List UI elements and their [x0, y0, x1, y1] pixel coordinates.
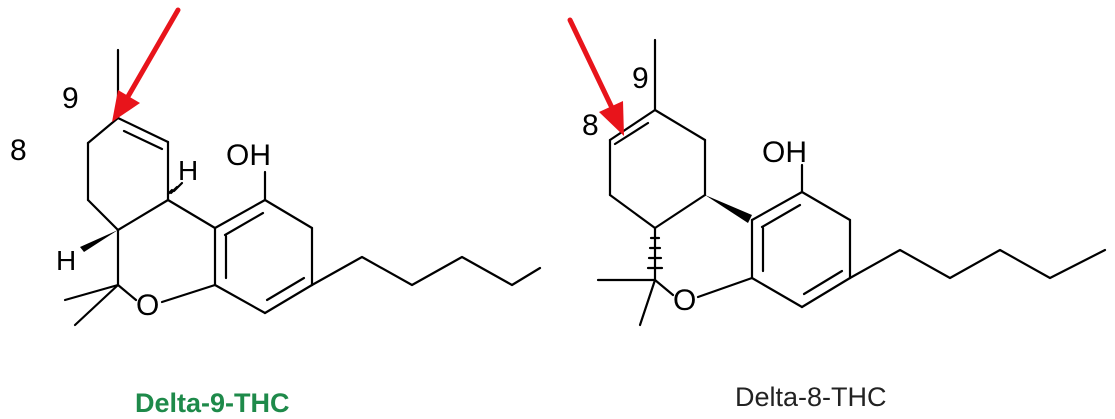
double-bond: [802, 269, 844, 296]
bond: [86, 116, 120, 145]
bond: [73, 283, 120, 327]
hydrogen-label: H: [178, 155, 198, 186]
bond: [166, 198, 217, 230]
double-bond: [122, 129, 164, 151]
carbon-number-label: 9: [632, 62, 649, 95]
double-bond: [223, 211, 265, 237]
bond: [653, 278, 675, 297]
delta9-structure: OH O H H 9 8: [10, 7, 542, 327]
bond: [213, 283, 267, 315]
wedge: [705, 195, 752, 223]
red-arrow: [567, 17, 617, 115]
bond: [800, 190, 852, 222]
oxygen-label: O: [136, 289, 159, 322]
hydroxyl-label: OH: [226, 139, 271, 172]
bond: [608, 108, 657, 142]
hash: [166, 188, 174, 196]
double-bond: [265, 276, 306, 302]
bond: [116, 283, 138, 302]
bond: [86, 198, 120, 232]
arrowhead: [599, 101, 624, 136]
delta9-caption: Delta-9-THC: [135, 388, 290, 418]
bond: [63, 283, 120, 302]
arrowhead: [112, 90, 140, 122]
double-bond: [613, 121, 650, 146]
bond: [696, 276, 754, 299]
bond: [263, 283, 314, 315]
bond: [750, 276, 804, 309]
bond: [750, 190, 804, 222]
oxygen-label: O: [673, 284, 696, 317]
hash: [172, 181, 184, 193]
bond: [653, 108, 707, 142]
bond: [213, 198, 267, 230]
pentyl-chain: [310, 255, 542, 287]
bond: [263, 198, 314, 230]
bond: [608, 193, 657, 230]
delta8-caption: Delta-8-THC: [735, 382, 887, 412]
delta8-structure: OH O 9 8: [567, 17, 1107, 327]
bond: [116, 116, 170, 144]
bond: [638, 278, 657, 327]
carbon-number-label: 9: [62, 82, 79, 115]
bond: [116, 198, 170, 232]
bond: [160, 283, 217, 304]
carbon-number-label: 8: [582, 109, 599, 142]
double-bond: [760, 203, 802, 229]
wedge: [80, 230, 118, 252]
pentyl-chain: [848, 248, 1107, 280]
carbon-number-label: 8: [10, 134, 27, 167]
bond: [653, 193, 707, 230]
hydrogen-label: H: [56, 245, 76, 276]
hydroxyl-label: OH: [762, 136, 807, 169]
red-arrow: [123, 7, 181, 103]
bond: [800, 276, 852, 309]
